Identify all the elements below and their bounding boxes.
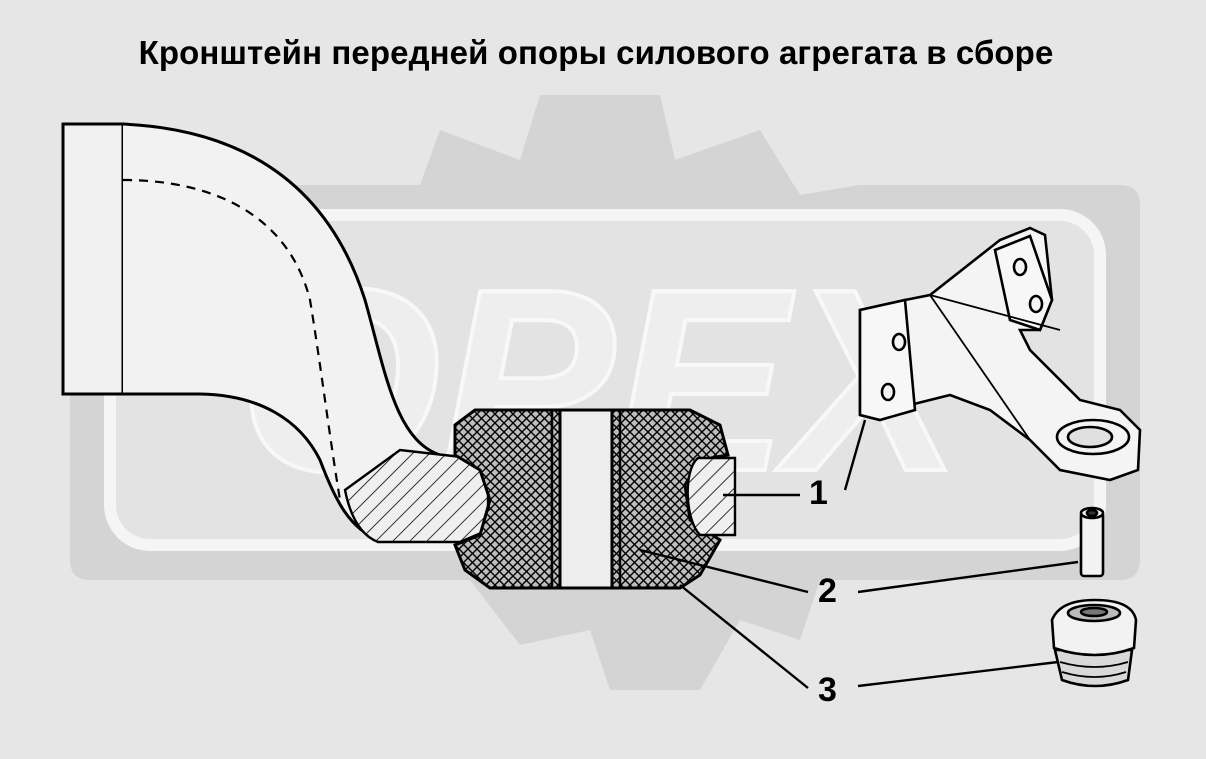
- leader-line-2b: [857, 560, 1079, 594]
- bracket-edge-line: [929, 294, 1031, 441]
- main-bracket: [61, 122, 490, 544]
- bolt-hole: [1028, 294, 1044, 314]
- bracket-edge-line: [929, 294, 1061, 331]
- leader-lines: [639, 419, 1079, 689]
- leader-line-1b: [843, 419, 867, 491]
- bracket-arm: [122, 122, 487, 542]
- bolt-hole: [880, 382, 896, 402]
- bracket-lug: [686, 456, 737, 537]
- callout-2: 2: [818, 572, 837, 610]
- leader-line-3: [679, 584, 809, 689]
- eye-hole: [1066, 425, 1114, 449]
- bolt-hole: [891, 332, 907, 352]
- callout-1: 1: [809, 474, 828, 512]
- cushion-part: [1050, 598, 1138, 688]
- callout-3: 3: [818, 671, 837, 709]
- mounting-flange: [61, 122, 125, 396]
- plate-face: [858, 298, 917, 422]
- bushing-assembly: [453, 408, 737, 590]
- sleeve: [558, 408, 614, 590]
- upper-bracket: [858, 226, 1142, 482]
- leader-line-2: [639, 548, 809, 594]
- hidden-edge: [122, 178, 342, 501]
- bracket-plate: [858, 226, 1142, 482]
- leader-line-3b: [857, 660, 1059, 688]
- diagram-title: Кронштейн передней опоры силового агрега…: [138, 34, 1054, 71]
- pin-part: [1079, 506, 1105, 578]
- bolt-hole: [1012, 257, 1028, 277]
